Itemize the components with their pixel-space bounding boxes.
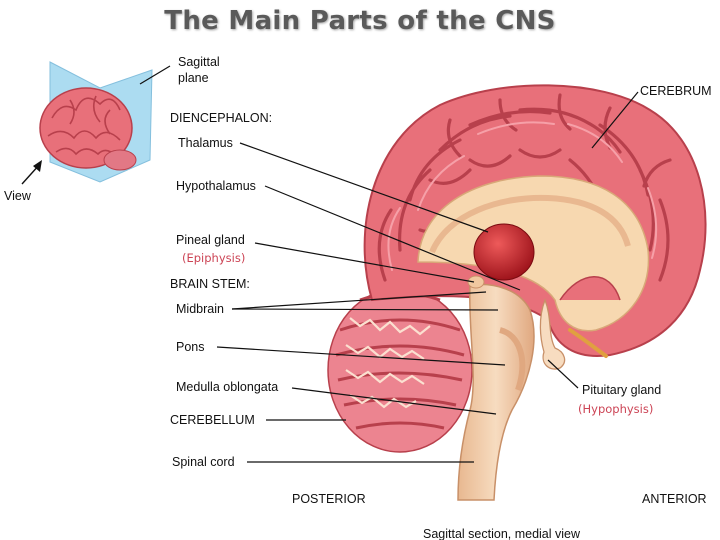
sagittal-plane-label-1: Sagittal xyxy=(178,55,220,69)
caption-label: Sagittal section, medial view xyxy=(423,527,581,540)
leader-lines xyxy=(216,91,639,463)
view-arrow-icon xyxy=(21,160,42,185)
pons-leader xyxy=(216,346,506,366)
midbrain-label: Midbrain xyxy=(176,302,224,316)
medulla-label: Medulla oblongata xyxy=(176,380,278,394)
cerebrum-label: CEREBRUM xyxy=(640,84,712,98)
pituitary-shape xyxy=(539,298,566,370)
brain-stem-heading: BRAIN STEM: xyxy=(170,277,250,291)
thalamus-leader xyxy=(239,142,489,233)
hypophysis-label: (Hypophysis) xyxy=(578,402,653,416)
hypothalamus-label: Hypothalamus xyxy=(176,179,256,193)
cerebrum-leader xyxy=(591,91,639,149)
thalamus-shape xyxy=(473,223,535,281)
midbrain-leader-2 xyxy=(231,308,499,311)
pituitary-gland-label: Pituitary gland xyxy=(582,383,661,397)
cerebellum-shape xyxy=(327,287,473,453)
cerebellum-label: CEREBELLUM xyxy=(170,413,255,427)
anterior-label: ANTERIOR xyxy=(642,492,707,506)
thalamus-label: Thalamus xyxy=(178,136,233,150)
midbrain-leader-1 xyxy=(231,291,487,310)
epiphysis-label: (Epiphysis) xyxy=(182,251,245,265)
view-label: View xyxy=(4,189,32,203)
hypothalamus-leader xyxy=(264,185,521,291)
sagittal-plane-leader xyxy=(139,65,171,85)
spinal-cord-label: Spinal cord xyxy=(172,455,235,469)
pineal-leader xyxy=(254,242,475,283)
posterior-label: POSTERIOR xyxy=(292,492,366,506)
pituitary-leader xyxy=(547,359,579,389)
slide-title: The Main Parts of the CNS xyxy=(164,6,556,36)
inset-brain-icon xyxy=(39,61,153,183)
main-brain xyxy=(327,84,707,501)
medulla-leader xyxy=(291,387,497,415)
sagittal-plane-label-2: plane xyxy=(178,71,209,85)
pineal-gland-label: Pineal gland xyxy=(176,233,245,247)
pons-label: Pons xyxy=(176,340,205,354)
diencephalon-heading: DIENCEPHALON: xyxy=(170,111,272,125)
